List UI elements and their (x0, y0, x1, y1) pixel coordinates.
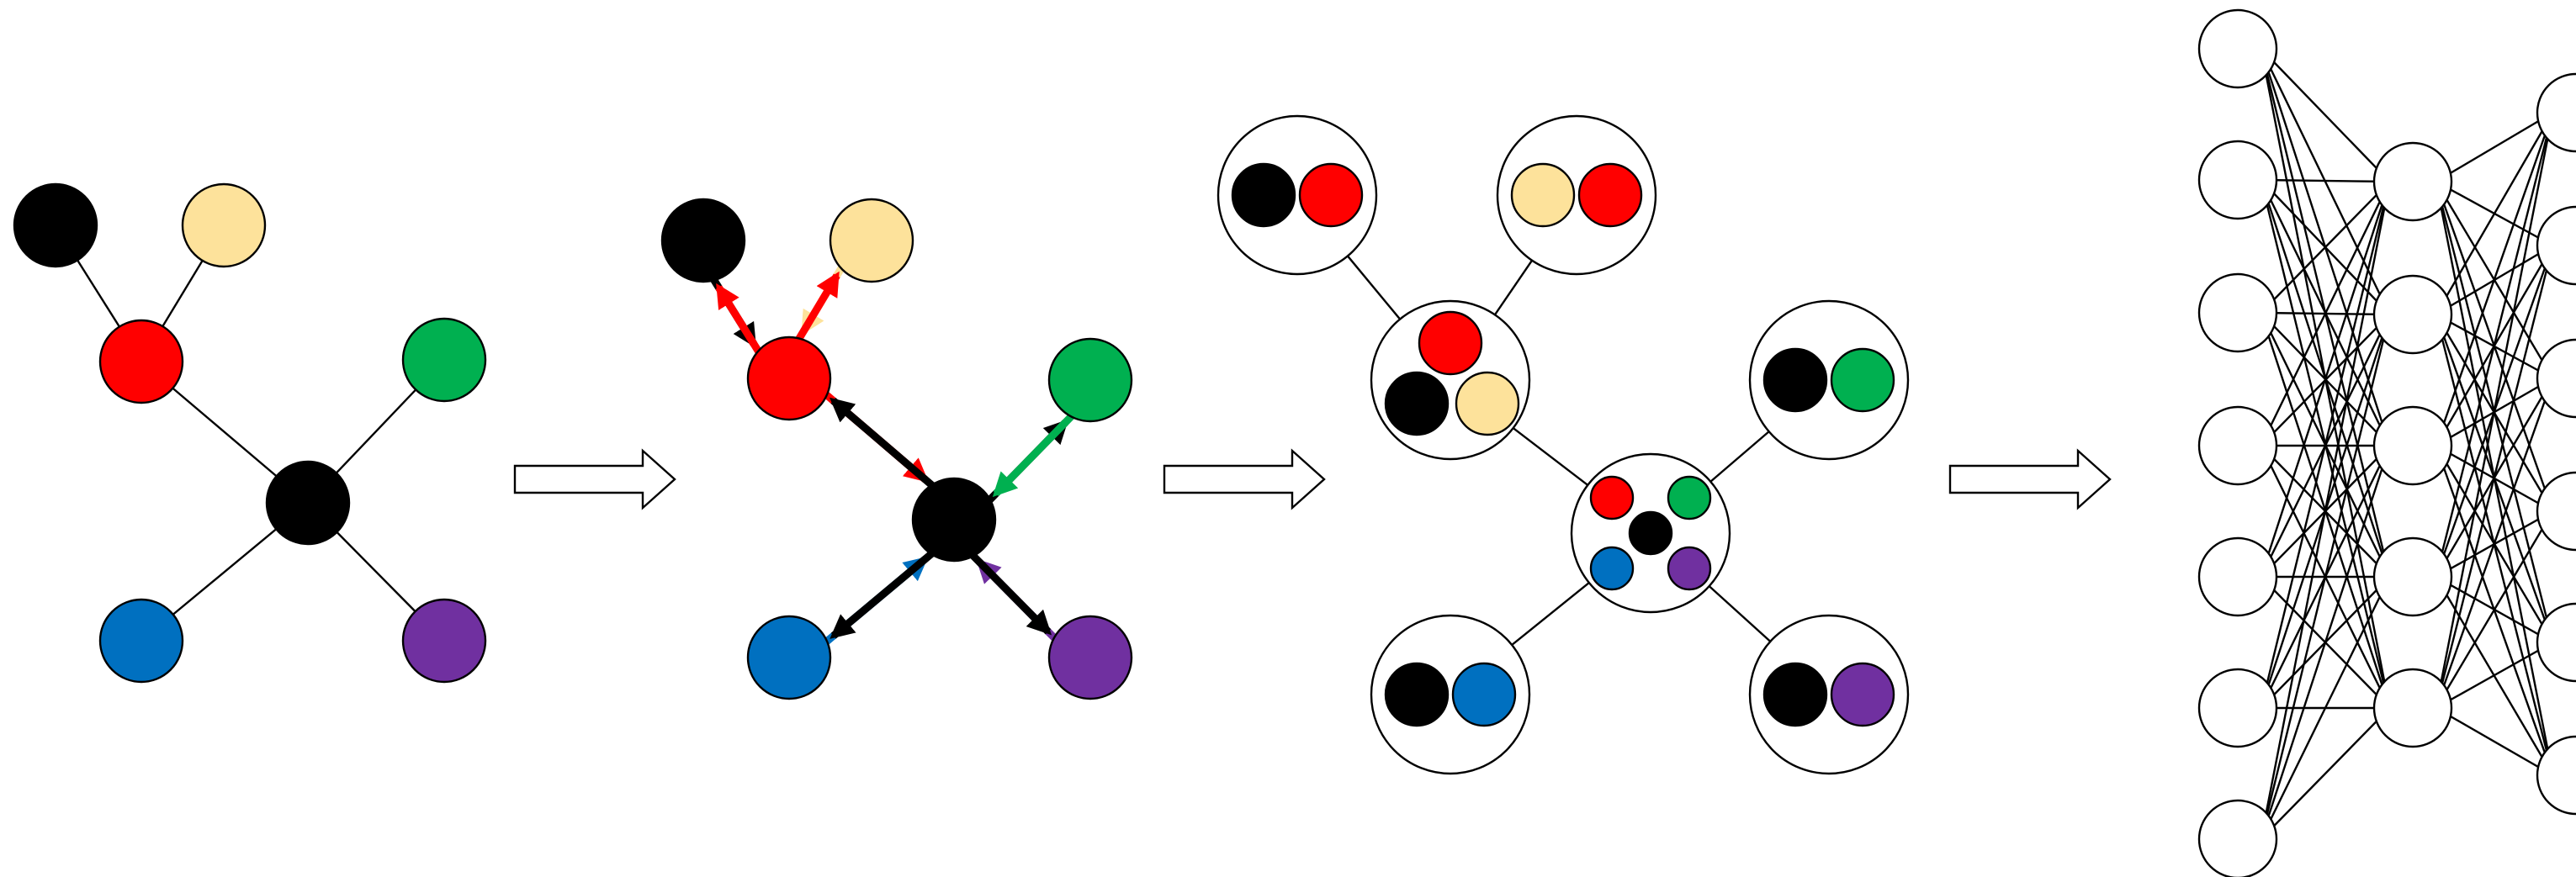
network-neuron-layer3 (2536, 471, 2576, 552)
graph-node-green-leaf (401, 317, 487, 403)
graph-node-blue-leaf (98, 598, 184, 684)
aggregate-feature-center (1384, 371, 1450, 436)
network-neuron-layer2 (2372, 141, 2453, 222)
network-connection (2435, 111, 2554, 183)
stage-message-passing (660, 198, 1133, 700)
network-neuron-layer2 (2372, 405, 2453, 486)
aggregate-group-purple (1748, 614, 1910, 775)
message-node-green-leaf (1047, 337, 1133, 423)
aggregate-feature-center (1762, 347, 1828, 413)
aggregate-edge (1511, 582, 1590, 646)
stage-graph (13, 182, 487, 684)
network-neuron-layer1 (2197, 272, 2278, 353)
network-neuron-layer1 (2197, 536, 2278, 617)
network-connection (2435, 112, 2554, 578)
network-connection (2260, 181, 2391, 709)
aggregate-group-black (1216, 114, 1378, 276)
aggregate-feature-purple (1667, 546, 1712, 591)
network-connection (2260, 181, 2391, 840)
network-connection (2436, 706, 2553, 777)
aggregate-feature-green (1830, 347, 1895, 413)
aggregate-feature-red (1577, 162, 1643, 228)
aggregate-feature-center (1628, 510, 1673, 556)
aggregate-edge (1493, 259, 1534, 316)
aggregate-group-cream (1496, 114, 1657, 276)
aggregate-feature-blue (1589, 546, 1635, 591)
network-neuron-layer3 (2536, 602, 2576, 683)
aggregate-feature-red (1298, 162, 1364, 228)
message-node-purple-leaf (1047, 615, 1133, 700)
message-node-black-leaf (660, 198, 746, 283)
network-connection (2260, 576, 2391, 840)
aggregate-feature-purple (1830, 662, 1895, 727)
network-connection (2435, 112, 2554, 709)
aggregate-feature-cream (1510, 162, 1576, 228)
network-connection (2260, 181, 2391, 578)
transition-arrow-icon (1163, 448, 1326, 510)
network-neuron-layer2 (2372, 274, 2453, 355)
network-neuron-layer1 (2197, 405, 2278, 486)
aggregate-feature-center (1762, 662, 1828, 727)
aggregate-feature-red (1418, 310, 1483, 376)
network-connection (2260, 181, 2391, 446)
network-neuron-layer1 (2197, 668, 2278, 748)
graph-node-black-leaf (13, 182, 98, 268)
message-arrow-center-node-to-red-hub (830, 397, 946, 498)
aggregate-feature-center (1231, 162, 1296, 228)
network-connection (2261, 178, 2390, 183)
aggregate-feature-cream (1455, 371, 1520, 436)
transition-arrows (513, 448, 2112, 510)
aggregate-feature-red (1589, 475, 1635, 520)
network-connection (2260, 314, 2391, 840)
network-neuron-layer2 (2372, 536, 2453, 617)
aggregate-feature-center (1384, 662, 1450, 727)
aggregate-group-blue (1370, 614, 1531, 775)
graph-node-cream-leaf (181, 182, 267, 268)
network-neuron-layer1 (2197, 8, 2278, 89)
graph-node-center-node (265, 460, 351, 546)
stage-aggregated-features (1216, 114, 1910, 775)
aggregate-feature-blue (1451, 662, 1517, 727)
aggregate-edge (1346, 255, 1402, 320)
network-neuron-layer3 (2536, 72, 2576, 153)
network-connection (2260, 181, 2391, 314)
message-node-center-node (911, 477, 997, 563)
network-connection (2435, 112, 2554, 315)
message-node-red-hub (746, 335, 832, 421)
network-neuron-layer3 (2536, 205, 2576, 286)
network-connection (2260, 707, 2391, 840)
aggregate-group-green (1748, 299, 1910, 461)
network-connection (2260, 48, 2391, 182)
network-connection (2435, 245, 2554, 709)
message-arrow-green-leaf-to-center-node (992, 403, 1084, 498)
network-neuron-layer2 (2372, 668, 2453, 748)
graph-node-purple-leaf (401, 598, 487, 684)
network-neuron-layer3 (2536, 735, 2576, 816)
network-connection (2435, 510, 2554, 709)
message-node-blue-leaf (746, 615, 832, 700)
aggregate-edge (1708, 585, 1772, 642)
network-connection (2435, 112, 2554, 446)
message-arrow-center-node-to-blue-leaf (830, 542, 946, 639)
network-neuron-layer1 (2197, 799, 2278, 877)
aggregate-edge (1709, 431, 1770, 483)
aggregate-feature-green (1667, 475, 1712, 520)
transition-arrow-icon (513, 448, 676, 510)
network-connection (2436, 641, 2553, 710)
graph-node-red-hub (98, 319, 184, 404)
message-arrow-center-node-to-purple-leaf (960, 542, 1052, 636)
network-neuron-layer3 (2536, 338, 2576, 419)
network-connection (2260, 445, 2391, 840)
message-node-cream-leaf (829, 198, 914, 283)
network-neuron-layer1 (2197, 140, 2278, 220)
transition-arrow-icon (1948, 448, 2112, 510)
aggregate-edge (1512, 427, 1589, 486)
stage-neural-network (2197, 8, 2576, 877)
network-connection (2435, 378, 2554, 709)
